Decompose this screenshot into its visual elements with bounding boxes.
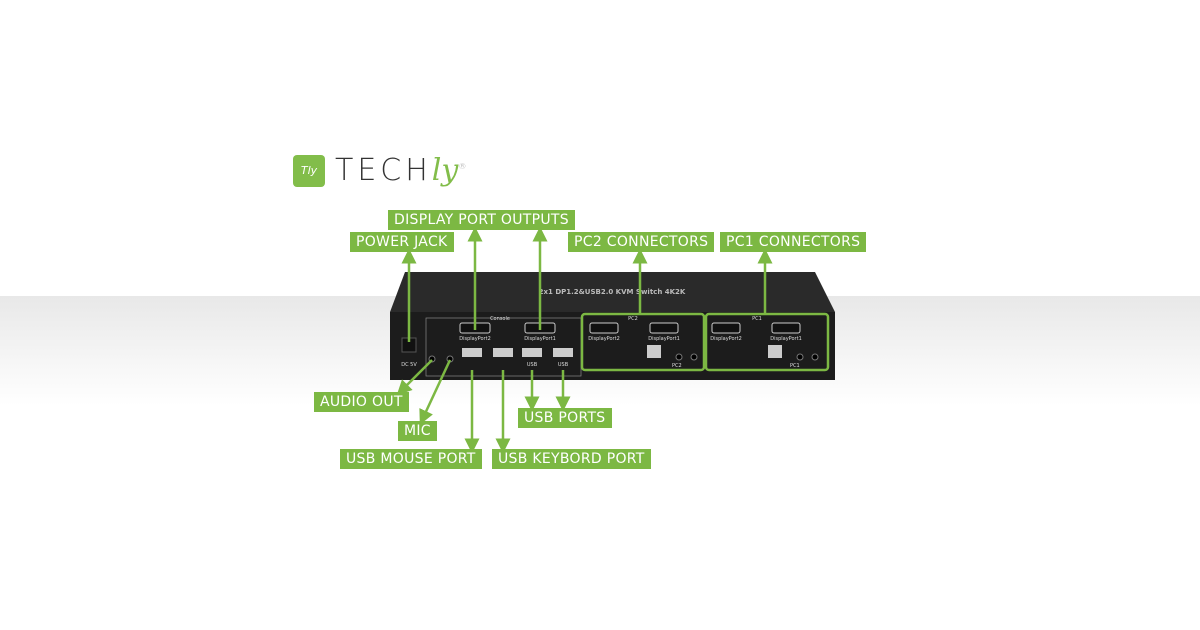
logo-mark: Tly [293,154,325,187]
svg-text:USB: USB [558,362,569,368]
device-title: 2x1 DP1.2&USB2.0 KVM Switch 4K2K [539,288,686,296]
svg-text:DisplayPort2: DisplayPort2 [588,336,620,342]
label-usb-keybord-port: USB KEYBORD PORT [492,449,651,469]
svg-text:DisplayPort2: DisplayPort2 [710,336,742,342]
svg-text:PC2: PC2 [628,316,638,322]
callout-arrows [396,226,773,454]
label-usb-ports: USB PORTS [518,408,612,428]
techly-logo: Tly TECHly® [293,153,470,188]
svg-text:DisplayPort2: DisplayPort2 [459,336,491,342]
logo-text: TECHly® [335,153,471,188]
label-power-jack: POWER JACK [350,232,454,252]
svg-text:PC2: PC2 [672,363,682,369]
pc1-highlight [704,312,830,372]
svg-text:PC1: PC1 [752,316,762,322]
console-label: Console [490,316,510,322]
svg-text:DisplayPort1: DisplayPort1 [524,336,556,342]
label-pc1-connectors: PC1 CONNECTORS [720,232,867,252]
device-top [390,272,835,312]
svg-text:PC1: PC1 [790,363,800,369]
pc2-highlight [580,312,706,372]
label-mic: MIC [398,421,437,441]
label-display-port-outputs: DISPLAY PORT OUTPUTS [388,210,575,230]
svg-text:DC 5V: DC 5V [401,362,417,368]
svg-text:DisplayPort1: DisplayPort1 [770,336,802,342]
label-usb-mouse-port: USB MOUSE PORT [340,449,482,469]
label-audio-out: AUDIO OUT [314,392,409,412]
svg-text:DisplayPort1: DisplayPort1 [648,336,680,342]
svg-text:USB: USB [527,362,538,368]
label-pc2-connectors: PC2 CONNECTORS [568,232,715,252]
